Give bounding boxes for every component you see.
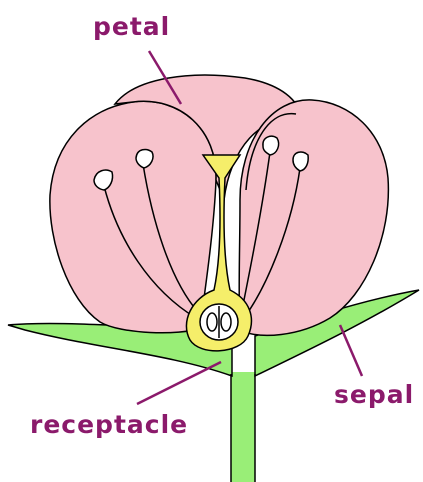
stem: [231, 372, 255, 482]
label-petal: petal: [93, 12, 170, 41]
right-petal: [239, 100, 388, 335]
label-receptacle: receptacle: [30, 410, 188, 439]
ovule: [207, 313, 217, 331]
label-sepal: sepal: [334, 380, 414, 409]
sepal-leader-line: [340, 325, 362, 376]
anther: [263, 136, 279, 155]
receptacle-leader-line: [137, 362, 221, 404]
ovule: [221, 313, 231, 331]
left-petal: [50, 101, 216, 332]
